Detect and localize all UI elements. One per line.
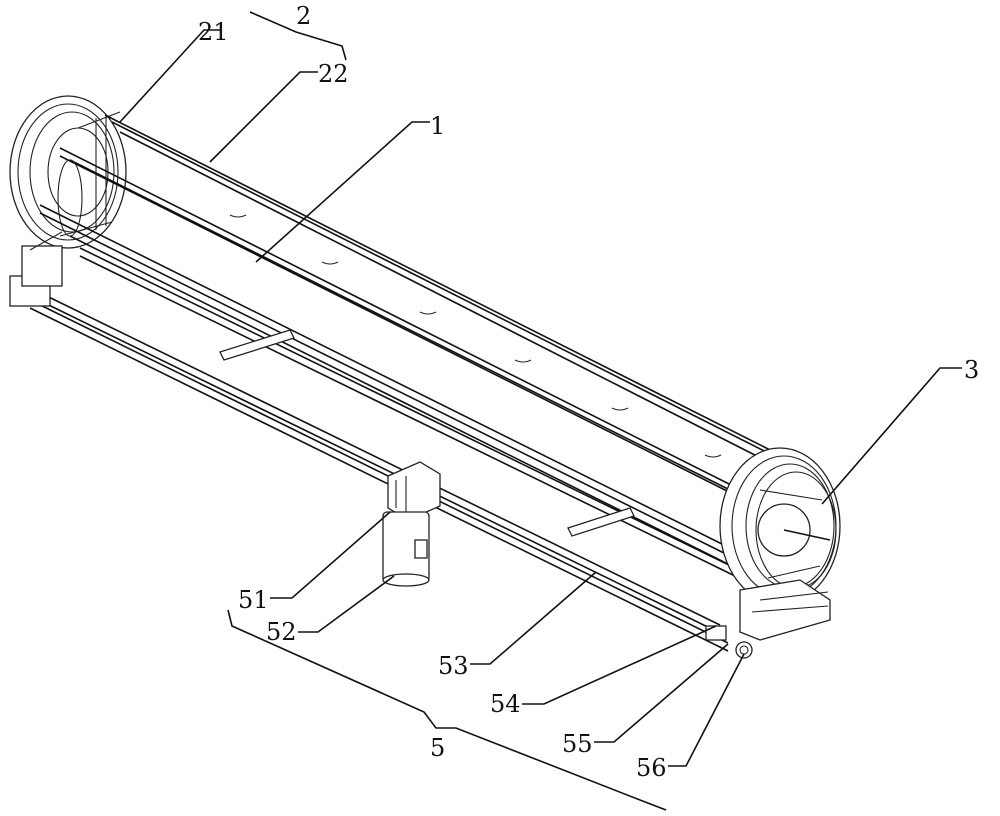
cage-rods	[39, 114, 801, 557]
label-51: 51	[238, 586, 269, 614]
label-21: 21	[198, 18, 229, 46]
label-22: 22	[318, 60, 349, 88]
leader-lines	[119, 11, 962, 811]
label-54: 54	[490, 690, 521, 718]
label-56: 56	[636, 754, 667, 782]
left-wheel	[9, 95, 127, 249]
label-52: 52	[266, 618, 297, 646]
label-2: 2	[296, 2, 311, 30]
label-3: 3	[964, 356, 979, 384]
right-wheel	[705, 447, 841, 659]
motor-gearbox	[382, 461, 441, 587]
label-53: 53	[438, 652, 469, 680]
label-1: 1	[430, 112, 445, 140]
labels: 2 21 22 1 3 51 52 53 54 55 56 5	[198, 2, 979, 782]
drum	[57, 159, 761, 581]
base-frame	[9, 231, 781, 652]
label-55: 55	[562, 730, 593, 758]
label-5: 5	[430, 734, 445, 762]
